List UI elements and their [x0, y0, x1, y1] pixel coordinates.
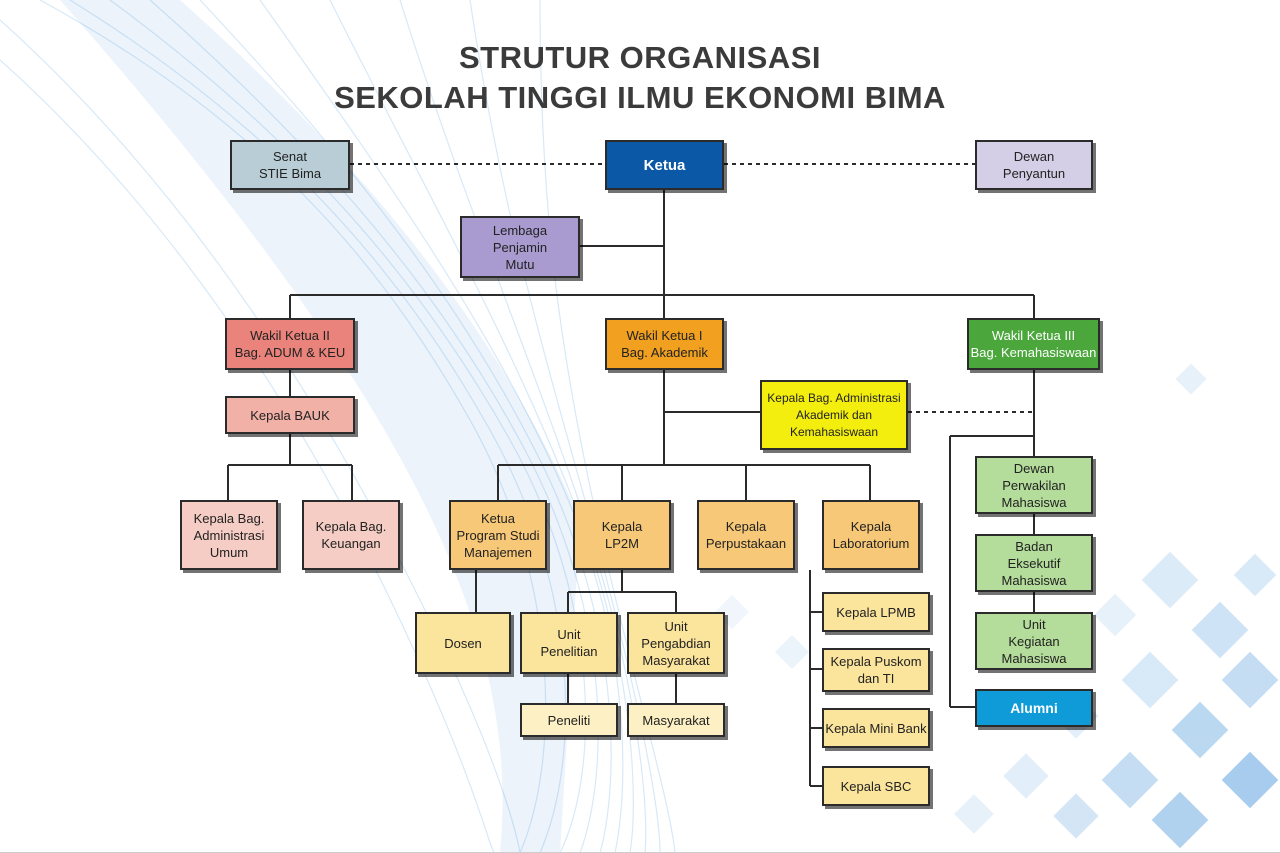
- node-masyarakat: Masyarakat: [627, 703, 725, 737]
- node-kepala-mini-bank: Kepala Mini Bank: [822, 708, 930, 748]
- node-badan-eksekutif-mahasiswa: Badan Eksekutif Mahasiswa: [975, 534, 1093, 592]
- node-unit-pengabdian-masyarakat: Unit Pengabdian Masyarakat: [627, 612, 725, 674]
- node-dosen: Dosen: [415, 612, 511, 674]
- node-kepala-lpmb: Kepala LPMB: [822, 592, 930, 632]
- node-senat: Senat STIE Bima: [230, 140, 350, 190]
- chart-title-line-2: SEKOLAH TINGGI ILMU EKONOMI BIMA: [334, 80, 946, 115]
- node-ketua-program-studi: Ketua Program Studi Manajemen: [449, 500, 547, 570]
- node-kepala-bag-administrasi-akademik: Kepala Bag. Administrasi Akademik dan Ke…: [760, 380, 908, 450]
- node-kepala-sbc: Kepala SBC: [822, 766, 930, 806]
- wave-lines: [0, 0, 676, 853]
- node-kepala-bauk: Kepala BAUK: [225, 396, 355, 434]
- node-kepala-bag-administrasi-umum: Kepala Bag. Administrasi Umum: [180, 500, 278, 570]
- node-kepala-puskom: Kepala Puskom dan TI: [822, 648, 930, 692]
- node-kepala-laboratorium: Kepala Laboratorium: [822, 500, 920, 570]
- node-dewan-penyantun: Dewan Penyantun: [975, 140, 1093, 190]
- node-unit-penelitian: Unit Penelitian: [520, 612, 618, 674]
- node-wakil-ketua-iii: Wakil Ketua III Bag. Kemahasiswaan: [967, 318, 1100, 370]
- node-dewan-perwakilan-mahasiswa: Dewan Perwakilan Mahasiswa: [975, 456, 1093, 514]
- node-wakil-ketua-i: Wakil Ketua I Bag. Akademik: [605, 318, 724, 370]
- node-kepala-lp2m: Kepala LP2M: [573, 500, 671, 570]
- node-unit-kegiatan-mahasiswa: Unit Kegiatan Mahasiswa: [975, 612, 1093, 670]
- node-kepala-perpustakaan: Kepala Perpustakaan: [697, 500, 795, 570]
- node-alumni: Alumni: [975, 689, 1093, 727]
- node-wakil-ketua-ii: Wakil Ketua II Bag. ADUM & KEU: [225, 318, 355, 370]
- node-kepala-bag-keuangan: Kepala Bag. Keuangan: [302, 500, 400, 570]
- node-ketua: Ketua: [605, 140, 724, 190]
- node-peneliti: Peneliti: [520, 703, 618, 737]
- chart-title-line-1: STRUTUR ORGANISASI: [458, 40, 822, 75]
- node-lembaga-penjamin-mutu: Lembaga Penjamin Mutu: [460, 216, 580, 278]
